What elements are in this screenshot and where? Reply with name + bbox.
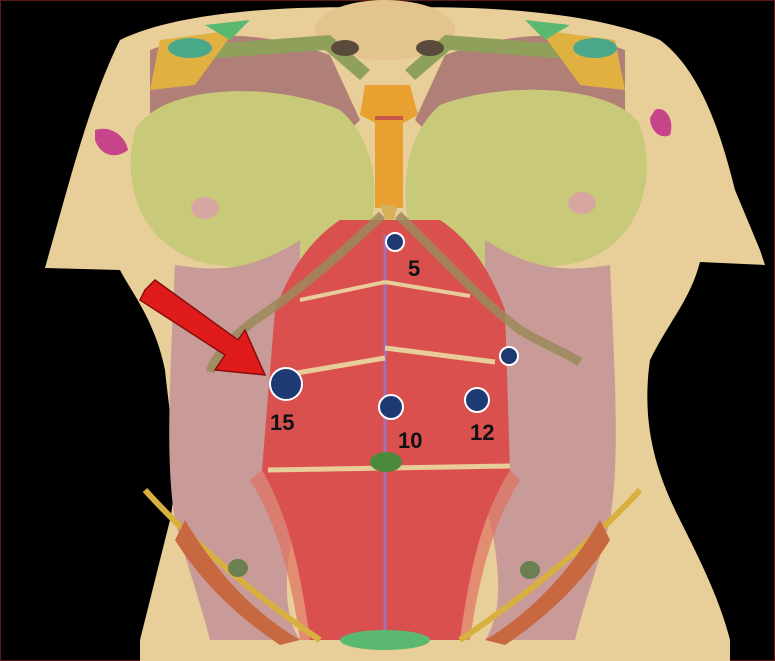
right-shoulder-spot bbox=[573, 38, 617, 58]
trocar-port-15 bbox=[270, 368, 302, 400]
sternum-body bbox=[375, 118, 403, 208]
right-neck-spot bbox=[416, 40, 444, 56]
trocar-port-12 bbox=[465, 388, 489, 412]
port-label-10: 10 bbox=[398, 428, 422, 453]
right-nipple bbox=[568, 192, 596, 214]
port-label-12: 12 bbox=[470, 420, 494, 445]
trocar-port-5 bbox=[386, 233, 404, 251]
port-label-15: 15 bbox=[270, 410, 294, 435]
left-shoulder-spot bbox=[168, 38, 212, 58]
sternal-angle bbox=[375, 116, 403, 120]
left-neck-spot bbox=[331, 40, 359, 56]
left-asis-spot bbox=[228, 559, 248, 577]
port-label-5: 5 bbox=[408, 256, 420, 281]
trocar-port-10 bbox=[379, 395, 403, 419]
umbilicus bbox=[370, 452, 402, 472]
pubic-symphysis bbox=[340, 630, 430, 650]
left-nipple bbox=[191, 197, 219, 219]
right-asis-spot bbox=[520, 561, 540, 579]
trocar-port-lateral bbox=[500, 347, 518, 365]
